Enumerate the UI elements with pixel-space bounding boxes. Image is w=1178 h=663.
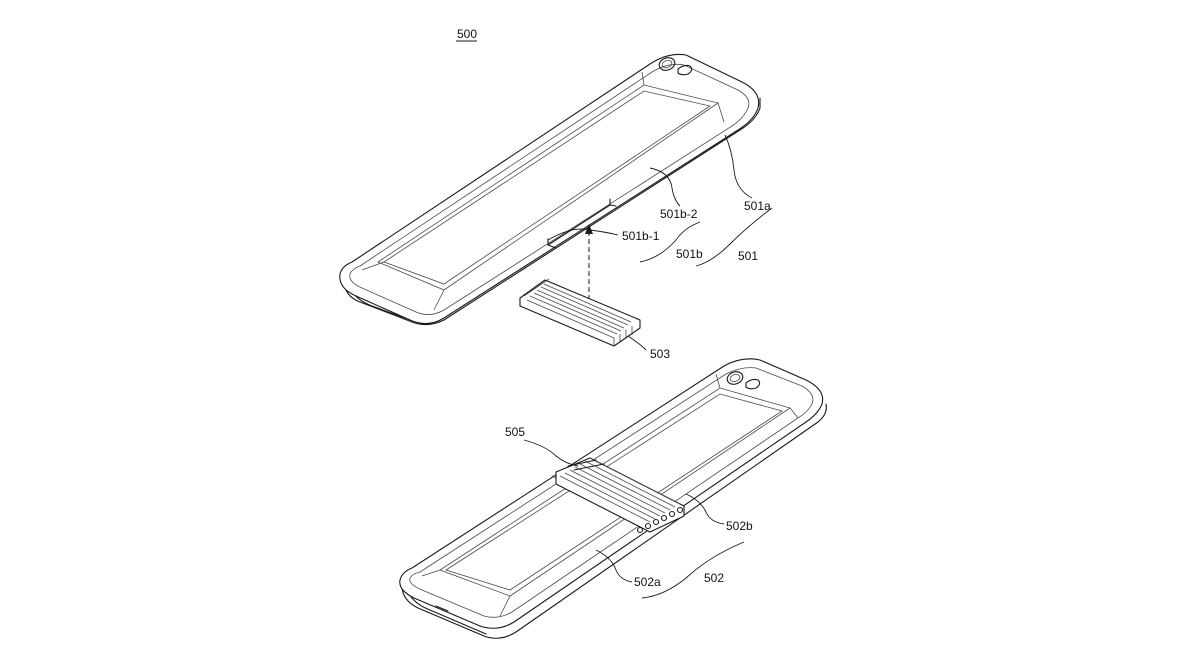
leader-503 — [627, 335, 647, 351]
leader-502a — [595, 549, 633, 583]
bracket-501 — [695, 207, 773, 267]
leader-501a — [724, 134, 753, 199]
hinge-piece-503 — [519, 278, 641, 347]
label-502b: 502b — [726, 519, 753, 533]
label-501: 501 — [738, 249, 758, 263]
upper-housing — [339, 53, 761, 326]
label-505: 505 — [505, 425, 525, 439]
label-501b-1: 501b-1 — [622, 229, 660, 243]
bracket-502 — [641, 541, 745, 599]
assembly-arrowhead — [585, 224, 593, 234]
lower-camera-icon — [726, 371, 744, 385]
figure-number: 500 — [457, 27, 477, 41]
leader-502b — [685, 493, 725, 525]
leader-501b-2 — [649, 167, 681, 207]
leader-501b-1 — [547, 228, 619, 241]
hinge-assembly-505 — [555, 457, 685, 534]
label-501b: 501b — [676, 247, 703, 261]
upper-camera-icon — [658, 57, 676, 71]
label-501a: 501a — [744, 199, 771, 213]
label-502a: 502a — [634, 575, 661, 589]
bracket-501b — [639, 221, 701, 263]
label-502: 502 — [704, 571, 724, 585]
leader-505 — [523, 439, 579, 467]
label-503: 503 — [650, 347, 670, 361]
label-501b-2: 501b-2 — [660, 207, 698, 221]
